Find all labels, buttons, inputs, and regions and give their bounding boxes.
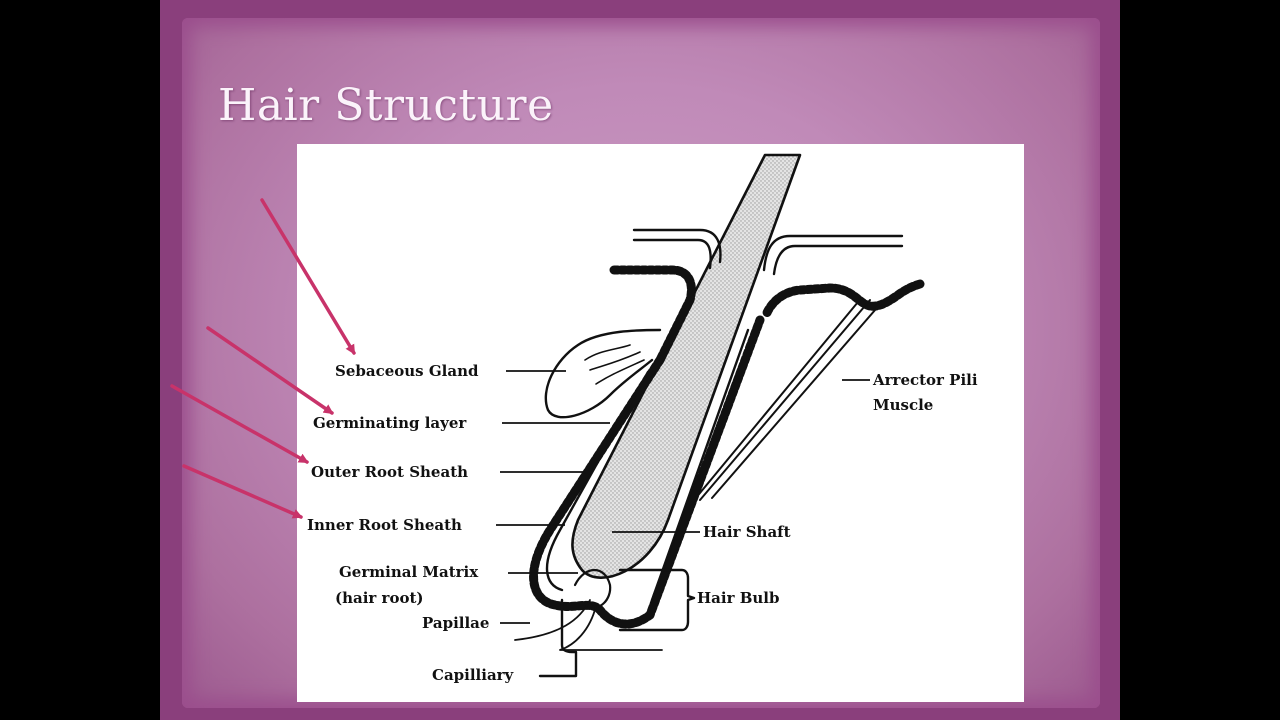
label-germinal-matrix: Germinal Matrix <box>339 563 479 581</box>
label-hair-bulb: Hair Bulb <box>697 589 780 607</box>
arrow-outer-root-sheath <box>170 384 309 464</box>
pointer-arrows <box>170 198 356 519</box>
diagram-labels: Sebaceous Gland Germinating layer Outer … <box>307 362 978 684</box>
label-muscle: Muscle <box>873 396 933 414</box>
sebaceous-gland-inner <box>584 344 645 385</box>
label-arrector-pili: Arrector Pili <box>872 371 978 389</box>
follicle-drawing <box>514 153 925 678</box>
label-inner-root-sheath: Inner Root Sheath <box>307 516 462 534</box>
skin-line-left-top <box>632 228 722 264</box>
label-hair-root: (hair root) <box>335 589 423 607</box>
arrow-germinating-layer <box>206 326 334 415</box>
label-papillae: Papillae <box>422 614 489 632</box>
sebaceous-gland-shape <box>544 328 662 419</box>
hair-shaft-shape <box>571 153 802 579</box>
epidermis-right <box>761 279 925 320</box>
capillary-shape <box>514 599 663 651</box>
label-hair-shaft: Hair Shaft <box>703 523 791 541</box>
label-outer-root-sheath: Outer Root Sheath <box>311 463 468 481</box>
arrow-inner-root-sheath <box>182 464 303 519</box>
arrector-pili-shape <box>689 299 883 506</box>
label-capilliary: Capilliary <box>432 666 515 684</box>
leader-lines <box>496 370 870 624</box>
label-sebaceous-gland: Sebaceous Gland <box>335 362 479 380</box>
hair-bulb-bracket <box>618 568 696 632</box>
skin-line-right-2 <box>772 244 904 276</box>
label-germinating-layer: Germinating layer <box>313 414 467 432</box>
skin-line-left-2 <box>632 238 712 270</box>
papilla-shape <box>573 568 612 609</box>
outer-root-sheath-shape <box>529 315 765 629</box>
epidermis-left <box>609 265 696 365</box>
inner-root-sheath-shape <box>545 328 750 602</box>
slide-title: Hair Structure <box>218 80 554 131</box>
arrow-sebaceous-gland <box>260 198 356 355</box>
capillary-bracket <box>538 598 578 678</box>
skin-line-right-top <box>762 234 904 272</box>
